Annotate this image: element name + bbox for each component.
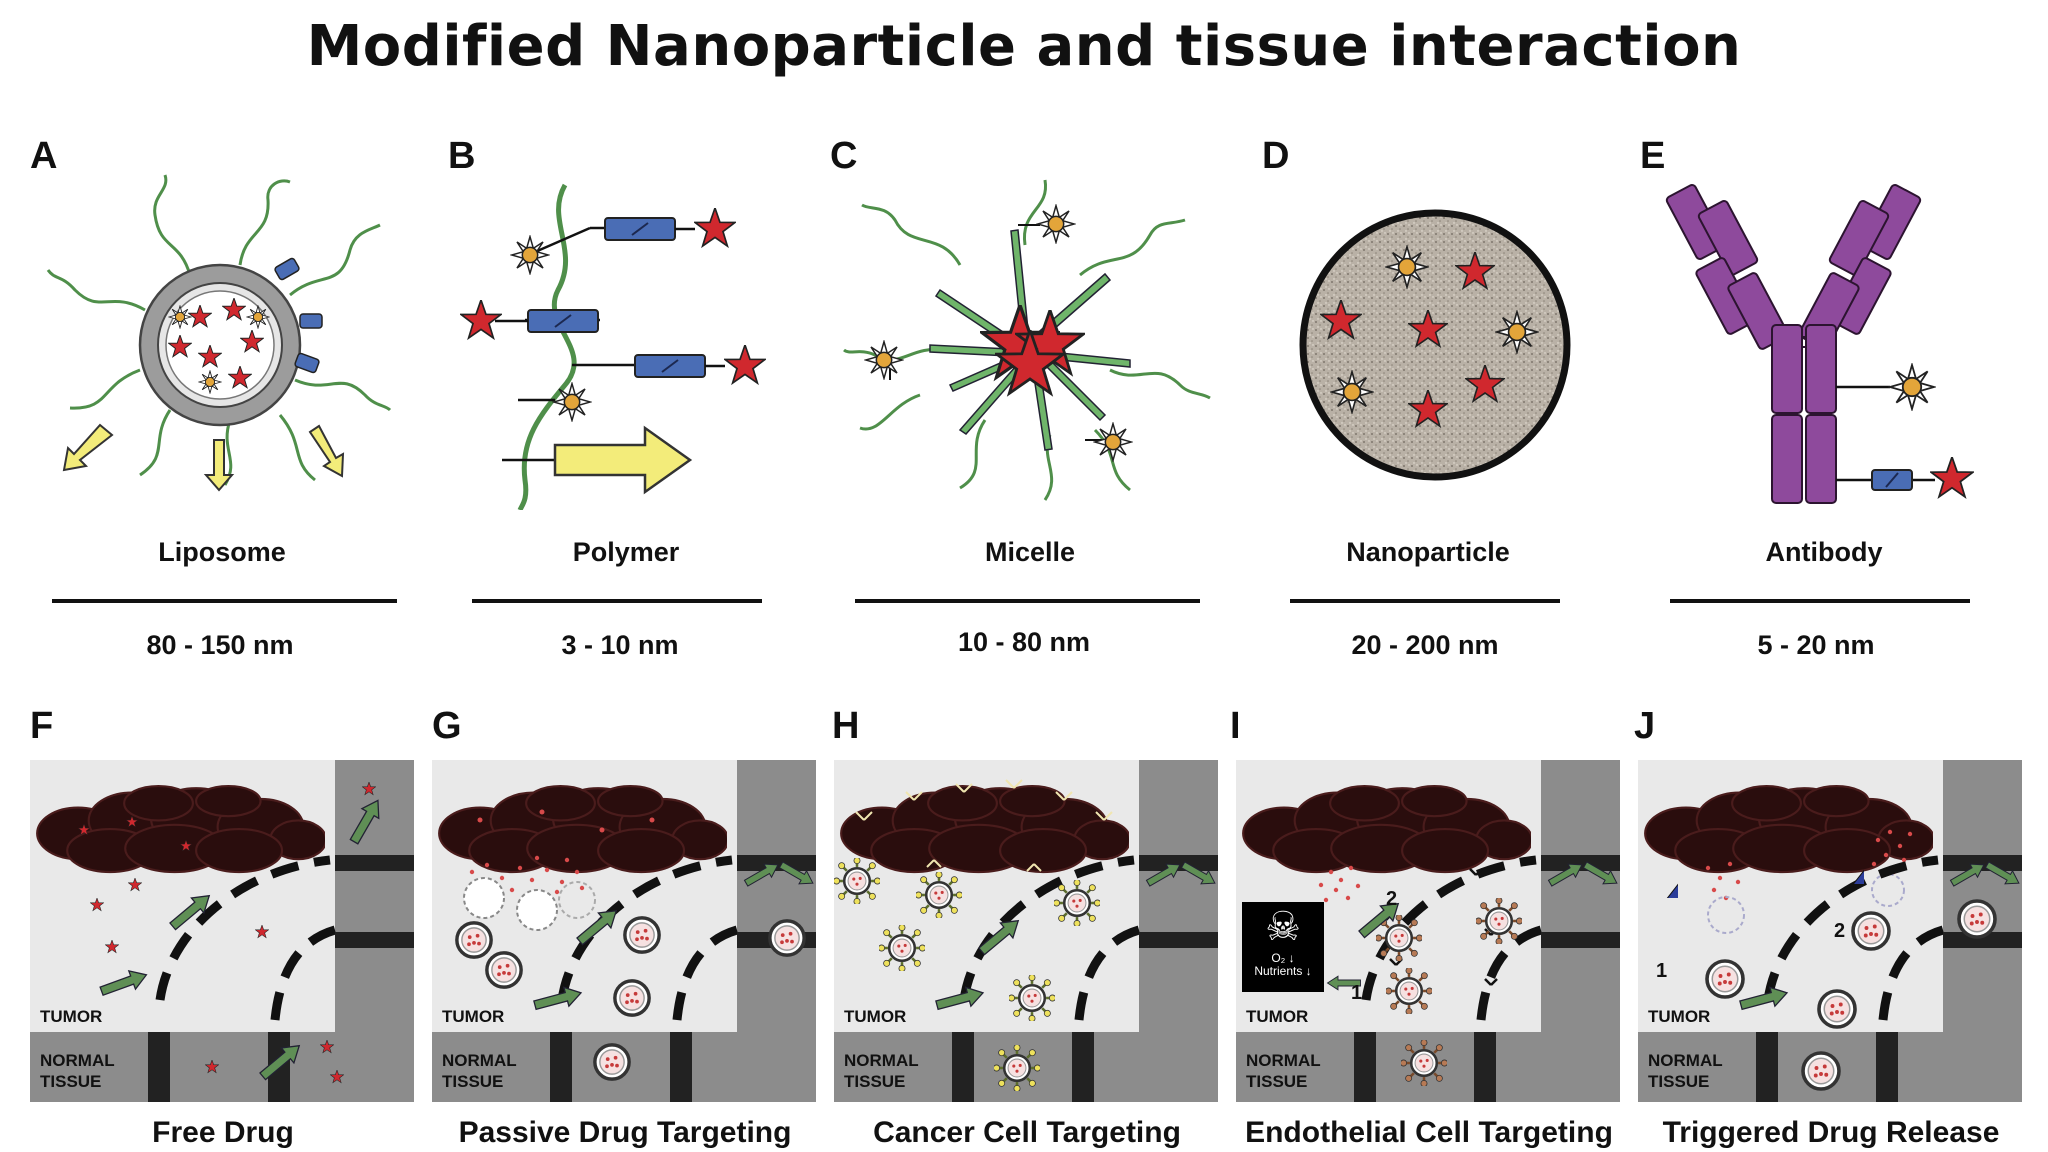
nanoparticle-diagram — [1299, 209, 1571, 481]
tumor-label: TUMOR — [40, 1007, 103, 1026]
panel-name-polymer: Polymer — [572, 537, 680, 567]
size-range-nanoparticle: 20 - 200 nm — [1351, 630, 1499, 660]
hypoxia-note: O₂ ↓Nutrients ↓ — [1254, 951, 1312, 978]
panel-letter-e: E — [1640, 135, 1666, 177]
size-range-liposome: 80 - 150 nm — [146, 630, 294, 660]
antibody-diagram — [1665, 183, 1974, 504]
tumor-label: TUMOR — [442, 1007, 505, 1026]
page-title: Modified Nanoparticle and tissue interac… — [306, 14, 1742, 79]
panel-letter-g: G — [432, 705, 462, 747]
caption-cancer-cell-targeting: Cancer Cell Targeting — [873, 1116, 1181, 1149]
panel-letter-a: A — [30, 135, 58, 177]
panel-name-antibody: Antibody — [1765, 537, 1883, 567]
size-range-micelle: 10 - 80 nm — [957, 627, 1091, 657]
panel-letter-j: J — [1634, 705, 1656, 747]
lightning-bolt-icon — [1834, 844, 1864, 884]
panel-letter-h: H — [832, 705, 860, 747]
caption-free-drug: Free Drug — [152, 1116, 294, 1149]
tumor-label: TUMOR — [844, 1007, 907, 1026]
panel-letter-i: I — [1230, 705, 1241, 747]
step-1-label: 1 — [1351, 982, 1363, 1004]
tumor-label: TUMOR — [1246, 1007, 1309, 1026]
panel-name-liposome: Liposome — [158, 537, 286, 567]
size-range-antibody: 5 - 20 nm — [1757, 630, 1875, 660]
panel-name-micelle: Micelle — [984, 537, 1076, 567]
skull-crossbones-icon: ☠ — [1265, 905, 1301, 949]
polymer-diagram — [460, 183, 766, 510]
size-scale-rule — [52, 599, 397, 603]
caption-endothelial-cell-targeting: Endothelial Cell Targeting — [1245, 1116, 1613, 1149]
panel-name-nanoparticle: Nanoparticle — [1346, 537, 1510, 567]
tumor-label: TUMOR — [1648, 1007, 1711, 1026]
step-1-label: 1 — [1656, 960, 1668, 982]
micelle-diagram — [843, 179, 1211, 501]
step-2-label: 2 — [1386, 888, 1398, 910]
step-2-label: 2 — [1834, 920, 1846, 942]
caption-triggered-drug-release: Triggered Drug Release — [1662, 1116, 2000, 1149]
size-range-polymer: 3 - 10 nm — [561, 630, 679, 660]
panel-letter-b: B — [448, 135, 476, 177]
caption-passive-drug-targeting: Passive Drug Targeting — [458, 1116, 792, 1149]
panel-letter-f: F — [30, 705, 54, 747]
lightning-bolt-icon — [1648, 858, 1678, 898]
size-scale-rule — [855, 599, 1200, 603]
liposome-diagram — [46, 174, 392, 492]
panel-letter-d: D — [1262, 135, 1290, 177]
size-scale-rule — [472, 599, 762, 603]
size-scale-rule — [1670, 599, 1970, 603]
size-scale-rule — [1290, 599, 1560, 603]
panel-letter-c: C — [830, 135, 858, 177]
